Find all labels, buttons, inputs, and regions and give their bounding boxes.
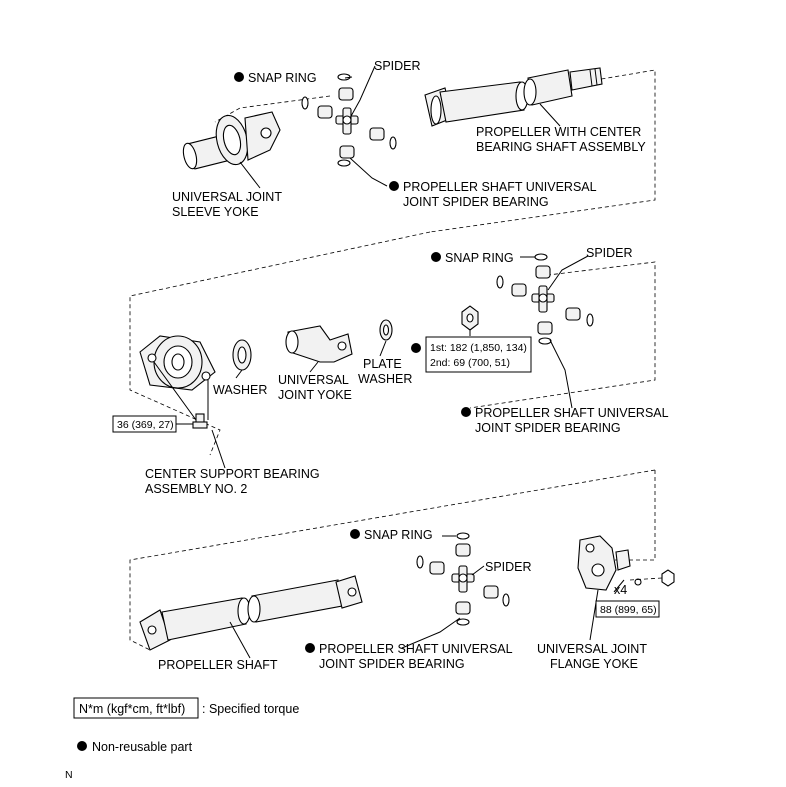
legend: N*m (kgf*cm, ft*lbf) : Specified torque … [65, 697, 299, 781]
spider-bearings-top [317, 87, 385, 159]
plate-washer [379, 319, 393, 341]
flange-bolt-quantity: x4 [614, 583, 627, 597]
nut [461, 305, 479, 331]
nut-torque-first: 1st: 182 (1,850, 134) [430, 342, 527, 354]
spider-label-top: SPIDER [374, 59, 421, 73]
nut-torque-second: 2nd: 69 (700, 51) [430, 357, 510, 369]
center-bolt-torque-box [112, 415, 177, 433]
uj-flange-yoke-label-line1: UNIVERSAL JOINT [537, 642, 647, 656]
snap-rings-middle [496, 253, 594, 345]
washer [232, 339, 252, 371]
leader-lines-top [239, 65, 561, 189]
spider-bearing-label-bottom-line2: JOINT SPIDER BEARING [319, 657, 465, 671]
propeller-with-center-label-line1: PROPELLER WITH CENTER [476, 125, 641, 139]
uj-flange-yoke-label-line2: FLANGE YOKE [550, 657, 638, 671]
specified-torque-text: : Specified torque [202, 702, 299, 716]
section-middle: SNAP RING SPIDER WASHER UNIVERSAL JOINT … [112, 246, 669, 496]
spider-bearings-middle [511, 265, 581, 335]
torque-unit-box [73, 697, 199, 719]
snap-ring-label-top: SNAP RING [248, 71, 317, 85]
leader-lines-middle [176, 255, 589, 469]
non-reusable-marker [389, 181, 399, 191]
spider-bearing-label-top-line1: PROPELLER SHAFT UNIVERSAL [403, 180, 597, 194]
spider-bearing-label-middle-line1: PROPELLER SHAFT UNIVERSAL [475, 406, 669, 420]
leader-lines-bottom [229, 535, 599, 659]
figure-code: N [65, 769, 73, 781]
universal-joint-flange-yoke [577, 535, 631, 591]
plate-washer-label-line2: WASHER [358, 372, 412, 386]
snap-rings-bottom [416, 532, 510, 626]
center-bolt-torque: 36 (369, 27) [117, 419, 174, 431]
flange-bolt-torque-box [595, 600, 660, 618]
torque-unit-text: N*m (kgf*cm, ft*lbf) [79, 702, 185, 716]
spider-top [335, 107, 359, 135]
non-reusable-legend-marker [77, 741, 87, 751]
washer-label: WASHER [213, 383, 267, 397]
spider-label-middle: SPIDER [586, 246, 633, 260]
non-reusable-marker [431, 252, 441, 262]
section-bottom: SNAP RING SPIDER x4 88 (899, 65) PROPELL… [139, 528, 675, 672]
universal-joint-yoke [285, 325, 353, 363]
non-reusable-text: Non-reusable part [92, 740, 193, 754]
spider-label-bottom: SPIDER [485, 560, 532, 574]
universal-joint-yoke-label-line2: JOINT YOKE [278, 388, 352, 402]
spider-bottom [451, 565, 475, 593]
uj-sleeve-yoke-label-line1: UNIVERSAL JOINT [172, 190, 282, 204]
plate-washer-label-line1: PLATE [363, 357, 402, 371]
propeller-shaft [139, 575, 363, 651]
spider-bearings-bottom [429, 543, 499, 615]
section-top: SNAP RING SPIDER PROPELLER WITH CENTER B… [172, 59, 646, 219]
nut-torque-box [425, 336, 532, 373]
flange-bolt-torque: 88 (899, 65) [600, 604, 657, 616]
spider-middle [531, 285, 555, 313]
center-support-bolt [192, 413, 208, 429]
universal-joint-yoke-label-line1: UNIVERSAL [278, 373, 349, 387]
universal-joint-sleeve-yoke [182, 111, 281, 170]
propeller-shaft-label: PROPELLER SHAFT [158, 658, 278, 672]
spider-bearing-label-bottom-line1: PROPELLER SHAFT UNIVERSAL [319, 642, 513, 656]
non-reusable-marker [411, 343, 421, 353]
center-support-label-line2: ASSEMBLY NO. 2 [145, 482, 247, 496]
spider-bearing-label-top-line2: JOINT SPIDER BEARING [403, 195, 549, 209]
snap-rings-top [301, 73, 397, 167]
propeller-with-center-label-line2: BEARING SHAFT ASSEMBLY [476, 140, 646, 154]
center-support-label-line1: CENTER SUPPORT BEARING [145, 467, 320, 481]
non-reusable-marker [234, 72, 244, 82]
flange-bolts [613, 569, 675, 593]
non-reusable-marker [350, 529, 360, 539]
center-support-bearing [139, 335, 216, 421]
non-reusable-marker [305, 643, 315, 653]
spider-bearing-label-middle-line2: JOINT SPIDER BEARING [475, 421, 621, 435]
propeller-center-bearing-shaft [424, 67, 603, 127]
snap-ring-label-bottom: SNAP RING [364, 528, 433, 542]
non-reusable-marker [461, 407, 471, 417]
uj-sleeve-yoke-label-line2: SLEEVE YOKE [172, 205, 259, 219]
snap-ring-label-middle: SNAP RING [445, 251, 514, 265]
